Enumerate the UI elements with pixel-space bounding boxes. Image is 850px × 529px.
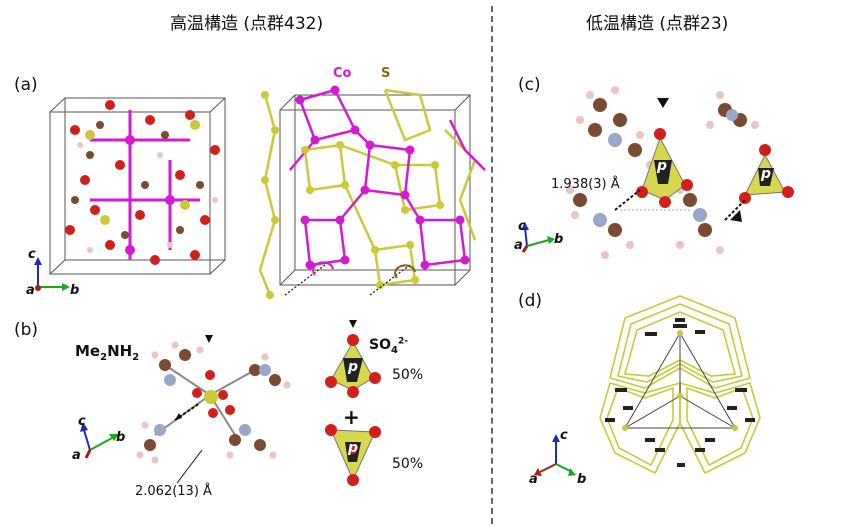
axis-c-label: c (28, 247, 36, 262)
axis-indicator-b (80, 422, 119, 459)
so4-tetrahedron-bottom (325, 424, 381, 486)
distance-pointer-b (176, 449, 203, 484)
plus-sign: + (343, 405, 360, 429)
panel-a-label: (a) (14, 75, 38, 95)
axis-b-c-label: c (78, 414, 86, 429)
panel-b-molecule-cluster (136, 335, 291, 464)
axis-indicator-a (34, 257, 70, 291)
distance-c-label: 1.938(3) Å (551, 177, 620, 192)
distance-b-label: 2.062(13) Å (135, 484, 212, 499)
co-s-network (258, 85, 486, 299)
axis-a-label: a (26, 283, 35, 298)
right-heading: 低温構造 (点群23) (586, 14, 729, 34)
left-heading: 高温構造 (点群432) (170, 14, 324, 34)
panel-d-hexagonal-network (599, 295, 761, 475)
percent-top: 50% (392, 367, 424, 383)
axis-c-c-label: c (518, 219, 526, 234)
section-divider (491, 6, 493, 524)
p-letter-bottom: p (348, 440, 359, 456)
axis-b-a-label: a (72, 448, 81, 463)
panel-b-label: (b) (14, 320, 39, 340)
me2nh2-label: Me2NH2 (75, 342, 139, 363)
panel-c-structure (566, 86, 794, 259)
p-letter-c1: p (657, 158, 668, 174)
so4-formula: SO42- (369, 336, 408, 356)
percent-bottom: 50% (392, 456, 424, 472)
s-label: S (381, 66, 391, 81)
p-letter-top: p (348, 359, 359, 375)
axis-c-a-label: a (514, 238, 523, 253)
axis-d-c-label: c (560, 428, 568, 443)
p-letter-c2: p (761, 166, 772, 182)
axis-d-b-label: b (577, 472, 587, 487)
so4-label: SO42- (369, 336, 408, 355)
panel-c-label: (c) (518, 75, 541, 95)
panel-a-crystal-structure (49, 97, 226, 275)
axis-indicator-d (534, 434, 576, 476)
axis-d-a-label: a (529, 472, 538, 487)
axis-b-label: b (70, 283, 80, 298)
co-label: Co (333, 66, 352, 81)
so4-tetrahedron-top (325, 320, 381, 398)
panel-d-label: (d) (518, 291, 543, 311)
axis-b-b-label: b (116, 430, 126, 445)
me2nh2-formula: Me2NH2 (75, 342, 140, 363)
axis-c-b-label: b (554, 232, 564, 247)
axis-indicator-c (521, 222, 555, 253)
